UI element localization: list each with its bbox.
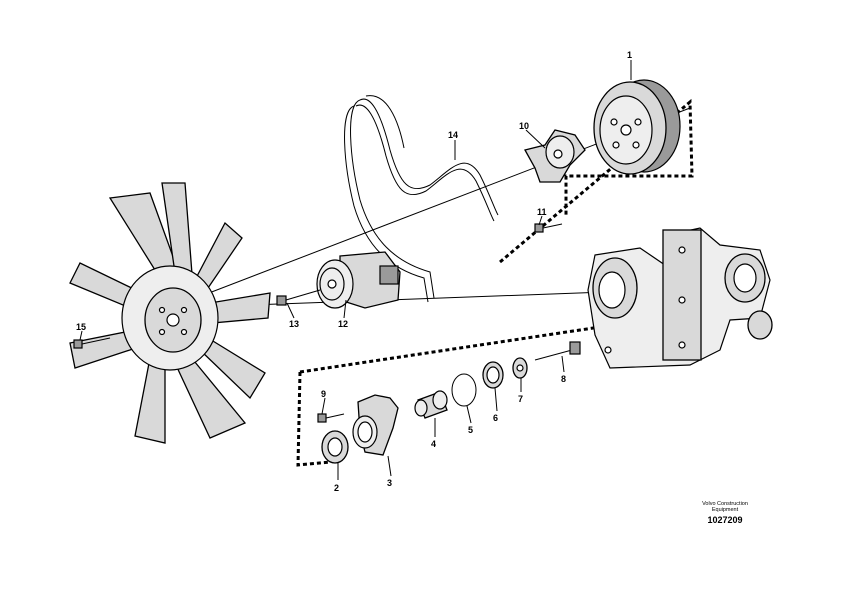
long-bolt [534, 341, 581, 361]
callout-10: 10 [519, 121, 529, 131]
bearing-right [482, 361, 504, 389]
callout-6: 6 [493, 413, 498, 423]
reference-company-line1: Volvo Construction [702, 501, 748, 507]
callout-5: 5 [468, 425, 473, 435]
hub-bolt [534, 223, 563, 233]
callout-2: 2 [334, 483, 339, 493]
reference-drawing-number: 1027209 [707, 515, 743, 525]
reference-company-line2: Equipment [711, 507, 739, 513]
washer [512, 357, 528, 379]
reference-company: Volvo Construction Equipment [690, 501, 760, 513]
callout-11: 11 [537, 207, 547, 217]
callout-3: 3 [387, 478, 392, 488]
callout-7: 7 [518, 394, 523, 404]
shaft [414, 390, 448, 419]
callout-13: 13 [289, 319, 299, 329]
fan-bolt [73, 337, 111, 349]
callout-15: 15 [76, 322, 86, 332]
idler-bolt [317, 413, 345, 423]
callout-1: 1 [627, 50, 632, 60]
crankshaft-pulley [593, 79, 681, 175]
belt-tensioner [316, 251, 401, 309]
leader-lines [79, 60, 632, 480]
o-ring [451, 373, 477, 407]
drive-belt [344, 95, 499, 303]
engine-housing [587, 227, 773, 369]
callout-8: 8 [561, 374, 566, 384]
bearing-left [321, 430, 349, 464]
cooling-fan [69, 182, 271, 444]
pulley-hub [524, 129, 586, 183]
callout-4: 4 [431, 439, 436, 449]
callout-14: 14 [448, 130, 458, 140]
callout-labels: 1 2 3 4 5 6 7 8 9 10 11 12 13 14 15 [76, 50, 632, 493]
idler-housing [352, 394, 399, 456]
callout-9: 9 [321, 389, 326, 399]
callout-12: 12 [338, 319, 348, 329]
tensioner-bolt [276, 289, 321, 306]
